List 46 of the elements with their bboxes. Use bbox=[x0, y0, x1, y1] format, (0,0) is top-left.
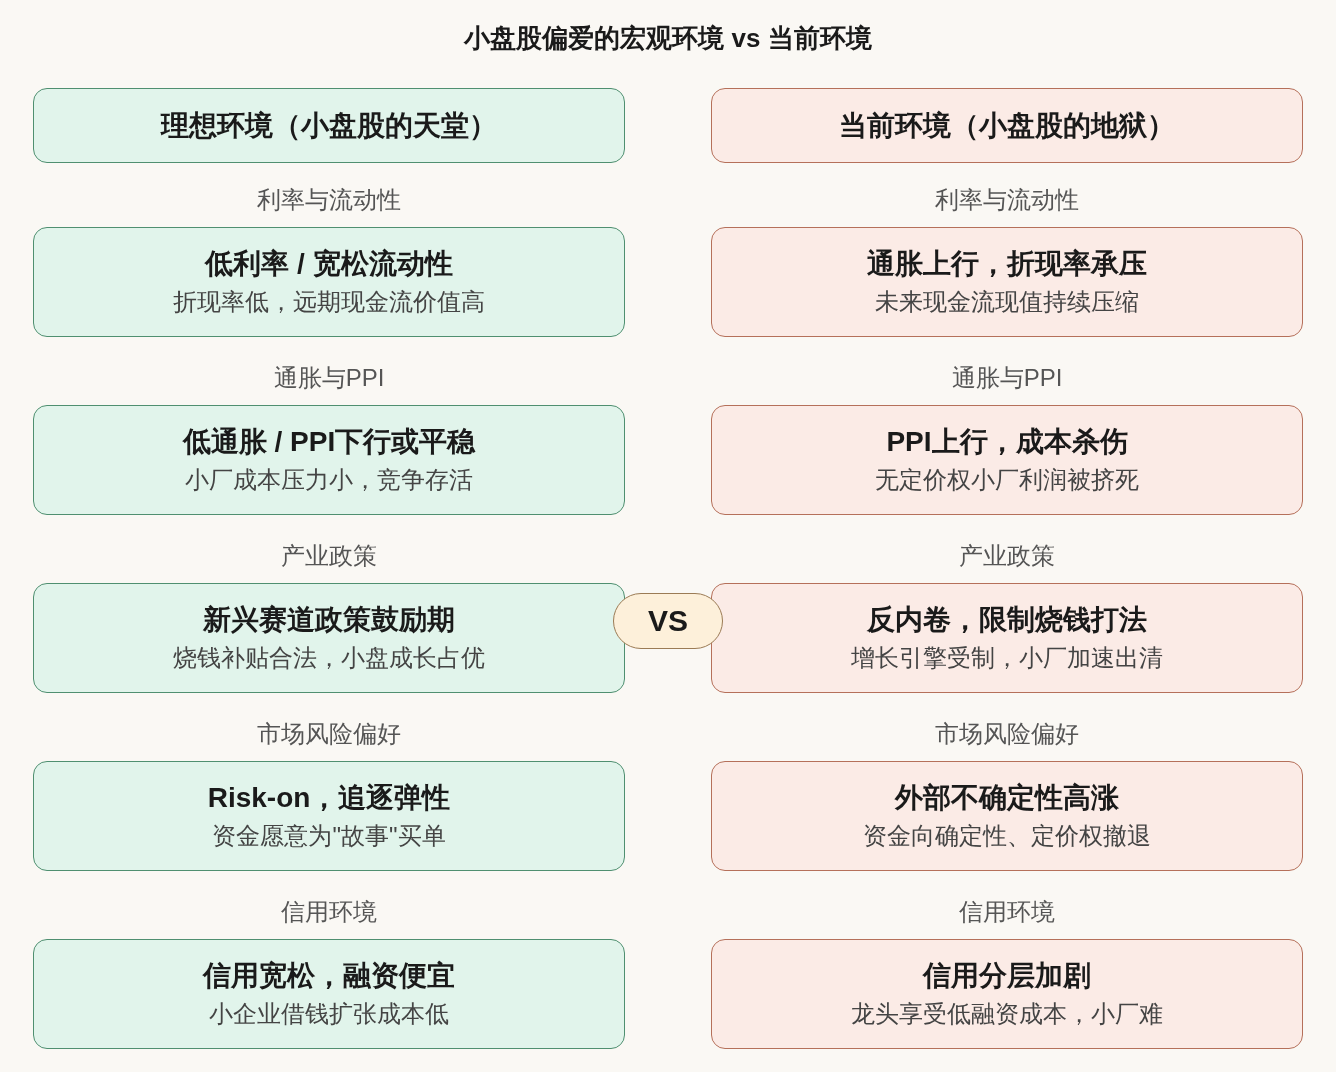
comparison-card bbox=[711, 939, 1303, 1049]
section-label: 通胀与PPI bbox=[272, 363, 386, 393]
section-label: 产业政策 bbox=[958, 541, 1056, 571]
card-description: 折现率低，远期现金流价值高 bbox=[173, 287, 485, 317]
section-label: 市场风险偏好 bbox=[256, 719, 402, 749]
card-description: 未来现金流现值持续压缩 bbox=[875, 287, 1139, 317]
section-label: 信用环境 bbox=[958, 897, 1056, 927]
card-description: 龙头享受低融资成本，小厂难 bbox=[851, 999, 1163, 1029]
comparison-card bbox=[711, 583, 1303, 693]
column-heading: 理想环境（小盘股的天堂） bbox=[161, 108, 497, 143]
comparison-card bbox=[33, 939, 625, 1049]
section-label: 利率与流动性 bbox=[256, 185, 402, 215]
section-label: 市场风险偏好 bbox=[934, 719, 1080, 749]
section-label: 信用环境 bbox=[280, 897, 378, 927]
diagram-title: 小盘股偏爱的宏观环境 vs 当前环境 bbox=[462, 22, 873, 55]
card-title: 反内卷，限制烧钱打法 bbox=[867, 603, 1147, 637]
card-title: 通胀上行，折现率承压 bbox=[867, 247, 1147, 281]
card-description: 增长引擎受制，小厂加速出清 bbox=[851, 643, 1163, 673]
card-description: 无定价权小厂利润被挤死 bbox=[875, 465, 1139, 495]
card-description: 小企业借钱扩张成本低 bbox=[209, 999, 449, 1029]
card-title: 信用分层加剧 bbox=[923, 959, 1091, 993]
card-title: 信用宽松，融资便宜 bbox=[203, 959, 455, 993]
card-title: 新兴赛道政策鼓励期 bbox=[203, 603, 455, 637]
comparison-card bbox=[33, 761, 625, 871]
comparison-card bbox=[711, 405, 1303, 515]
comparison-card bbox=[711, 761, 1303, 871]
card-description: 资金向确定性、定价权撤退 bbox=[863, 821, 1151, 851]
column-header-card bbox=[33, 88, 625, 163]
card-description: 烧钱补贴合法，小盘成长占优 bbox=[173, 643, 485, 673]
comparison-card bbox=[33, 583, 625, 693]
card-title: 低利率 / 宽松流动性 bbox=[205, 247, 453, 281]
comparison-card bbox=[33, 405, 625, 515]
column-heading: 当前环境（小盘股的地狱） bbox=[839, 108, 1175, 143]
card-title: 外部不确定性高涨 bbox=[895, 781, 1119, 815]
column-header-card bbox=[711, 88, 1303, 163]
comparison-card bbox=[33, 227, 625, 337]
section-label: 通胀与PPI bbox=[950, 363, 1064, 393]
card-description: 资金愿意为"故事"买单 bbox=[212, 821, 446, 851]
card-title: Risk-on，追逐弹性 bbox=[207, 781, 451, 815]
section-label: 产业政策 bbox=[280, 541, 378, 571]
vs-pill: VS bbox=[613, 593, 723, 649]
card-title: PPI上行，成本杀伤 bbox=[886, 425, 1128, 459]
section-label: 利率与流动性 bbox=[934, 185, 1080, 215]
card-description: 小厂成本压力小，竞争存活 bbox=[185, 465, 473, 495]
comparison-card bbox=[711, 227, 1303, 337]
card-title: 低通胀 / PPI下行或平稳 bbox=[182, 425, 476, 459]
